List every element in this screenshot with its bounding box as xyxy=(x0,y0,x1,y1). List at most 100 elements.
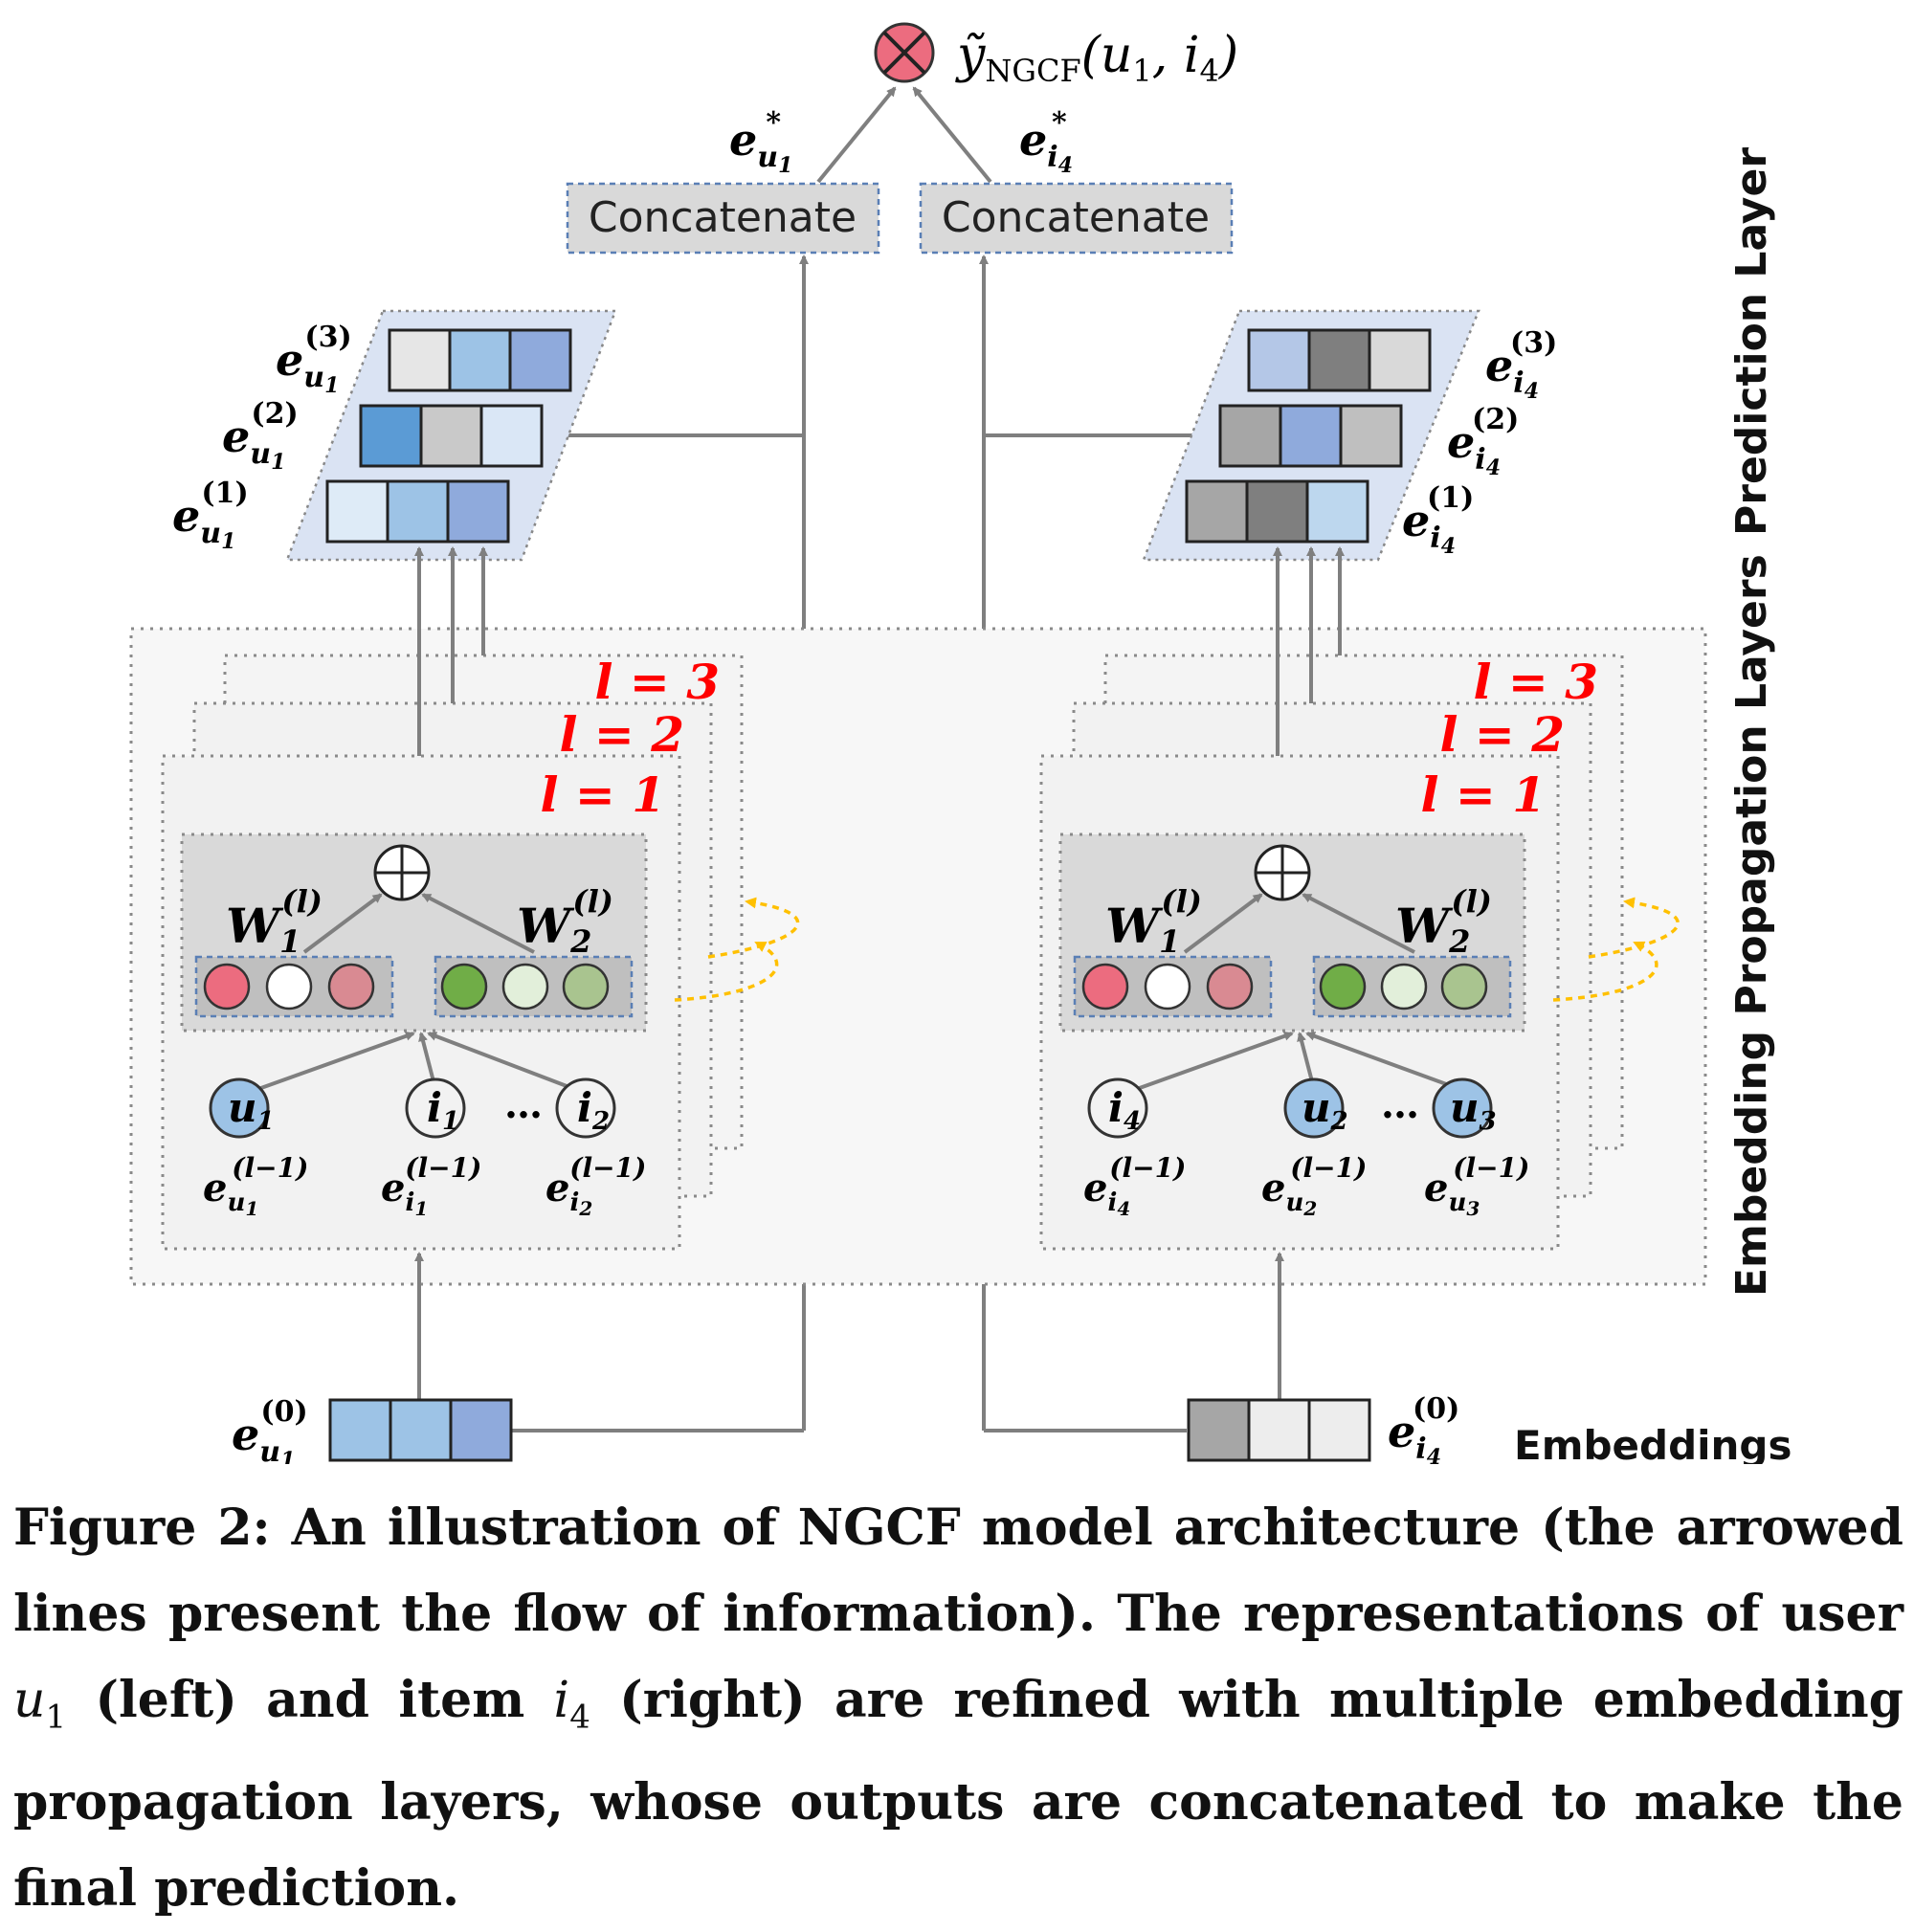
prediction-score-label: ỹNGCF(u1, i4) xyxy=(955,27,1238,89)
embedding-cell xyxy=(1185,479,1249,544)
user-layer-output-2 xyxy=(359,404,544,468)
svg-text:i1: i1 xyxy=(427,1084,459,1136)
embedding-cell xyxy=(359,404,423,468)
item-side: ei4(3) ei4(2) ei4(1) l = 3 l = 2 l = 1 W… xyxy=(1039,309,1680,1464)
svg-text:i4: i4 xyxy=(1108,1084,1141,1136)
user-layer-output-2-label: eu1(2) xyxy=(222,397,299,475)
item-layer-output-1 xyxy=(1185,479,1369,544)
embedding-cell xyxy=(1307,328,1371,392)
user-layer-output-3-label: eu1(3) xyxy=(276,321,352,398)
w1-label: W1(l) xyxy=(1105,883,1202,960)
embedding-cell xyxy=(328,1398,392,1462)
caption-var-item: i xyxy=(553,1672,570,1729)
message-dot xyxy=(562,963,610,1010)
item-layer-output-2-label: ei4(2) xyxy=(1447,403,1519,480)
item-layer-output-2 xyxy=(1218,404,1403,468)
message-dot xyxy=(1319,963,1367,1010)
item-final-embedding-label: ei4* xyxy=(1019,106,1073,178)
item-layer-output-3-label: ei4(3) xyxy=(1485,326,1557,404)
item-layer-output-1-label: ei4(1) xyxy=(1402,481,1474,559)
node-u1-embedding-label: eu1(l−1) xyxy=(203,1152,308,1220)
embedding-cell xyxy=(448,328,512,392)
user-layer-output-1 xyxy=(325,479,510,544)
layer-label-2: l = 2 xyxy=(560,706,685,763)
embedding-cell xyxy=(1307,1398,1371,1462)
layer-label-1: l = 1 xyxy=(541,766,666,823)
embedding-cell xyxy=(325,479,389,544)
caption-var-user: u xyxy=(13,1672,46,1729)
concatenate-label: Concatenate xyxy=(942,193,1210,242)
message-dot xyxy=(265,963,313,1010)
message-dot xyxy=(1380,963,1428,1010)
embedding-cell xyxy=(508,328,572,392)
message-dot xyxy=(1144,963,1191,1010)
user-side: eu1(3) eu1(2) eu1(1) l = 3 l = 2 l = 1 W… xyxy=(161,309,800,1464)
ellipsis: … xyxy=(504,1082,543,1127)
node-i2: i2 xyxy=(555,1077,616,1139)
w1-label: W1(l) xyxy=(226,883,323,960)
embedding-cell xyxy=(1218,404,1282,468)
layer-label-2: l = 2 xyxy=(1440,706,1566,763)
caption-text: Figure 2: An illustration of NGCF model … xyxy=(13,1499,1903,1643)
user-concatenate-box: Concatenate xyxy=(566,182,880,255)
node-i4-embedding-label: ei4(l−1) xyxy=(1083,1152,1186,1220)
w2-label: W2(l) xyxy=(1395,883,1492,960)
embedding-cell xyxy=(1279,404,1343,468)
message-dot xyxy=(1440,963,1488,1010)
node-i4: i4 xyxy=(1087,1077,1148,1139)
svg-text:i2: i2 xyxy=(577,1084,610,1136)
svg-text:u1: u1 xyxy=(228,1084,275,1136)
embedding-cell xyxy=(1247,328,1311,392)
item-base-embedding xyxy=(1187,1398,1371,1462)
node-u1: u1 xyxy=(209,1077,275,1139)
embedding-propagation-layers-label: Embedding Propagation Layers xyxy=(1727,554,1776,1297)
ngcf-architecture-diagram: ỹNGCF(u1, i4) eu1* ei4* Concatenate Conc… xyxy=(129,22,1792,1464)
layer-label-3: l = 3 xyxy=(595,654,721,710)
ellipsis: … xyxy=(1381,1082,1419,1127)
user-final-embedding-label: eu1* xyxy=(729,106,792,178)
node-u3: u3 xyxy=(1432,1077,1497,1139)
node-i2-embedding-label: ei2(l−1) xyxy=(545,1152,646,1220)
node-i1: i1 xyxy=(405,1077,466,1139)
user-base-embedding-label: eu1(0) xyxy=(232,1395,308,1464)
layer-label-1: l = 1 xyxy=(1421,766,1547,823)
embedding-cell xyxy=(419,404,483,468)
prediction-layer-label: Prediction Layer xyxy=(1727,147,1776,536)
concatenate-label: Concatenate xyxy=(589,193,857,242)
node-i1-embedding-label: ei1(l−1) xyxy=(381,1152,481,1220)
embedding-cell xyxy=(446,479,510,544)
embedding-cell xyxy=(389,1398,453,1462)
w2-label: W2(l) xyxy=(517,883,613,960)
prediction-output: ỹNGCF(u1, i4) xyxy=(874,22,1238,89)
svg-text:u2: u2 xyxy=(1302,1084,1348,1136)
embedding-cell xyxy=(449,1398,513,1462)
message-dot xyxy=(203,963,251,1010)
embedding-cell xyxy=(1245,479,1309,544)
caption-var-item-sub: 4 xyxy=(569,1698,590,1737)
caption-text: (left) and item xyxy=(66,1671,554,1729)
embedding-cell xyxy=(479,404,544,468)
embedding-cell xyxy=(1305,479,1369,544)
embedding-cell xyxy=(1187,1398,1251,1462)
svg-text:u3: u3 xyxy=(1450,1084,1497,1136)
caption-text: (right) are refined with multiple embedd… xyxy=(13,1671,1903,1919)
message-dot xyxy=(501,963,549,1010)
node-u2-embedding-label: eu2(l−1) xyxy=(1261,1152,1367,1220)
message-dot xyxy=(440,963,488,1010)
item-base-embedding-label: ei4(0) xyxy=(1388,1392,1459,1464)
embedding-cell xyxy=(1368,328,1432,392)
item-layer-output-3 xyxy=(1247,328,1432,392)
node-u3-embedding-label: eu3(l−1) xyxy=(1424,1152,1529,1220)
message-dot xyxy=(327,963,375,1010)
user-layer-output-3 xyxy=(388,328,572,392)
embeddings-label: Embeddings xyxy=(1514,1422,1792,1464)
node-u2: u2 xyxy=(1283,1077,1348,1139)
figure-caption: Figure 2: An illustration of NGCF model … xyxy=(13,1485,1903,1932)
message-dot xyxy=(1206,963,1254,1010)
user-base-embedding xyxy=(328,1398,513,1462)
layer-label-3: l = 3 xyxy=(1474,654,1599,710)
user-layer-output-1-label: eu1(1) xyxy=(172,477,249,554)
embedding-cell xyxy=(386,479,450,544)
message-dot xyxy=(1081,963,1129,1010)
item-concatenate-box: Concatenate xyxy=(919,182,1234,255)
